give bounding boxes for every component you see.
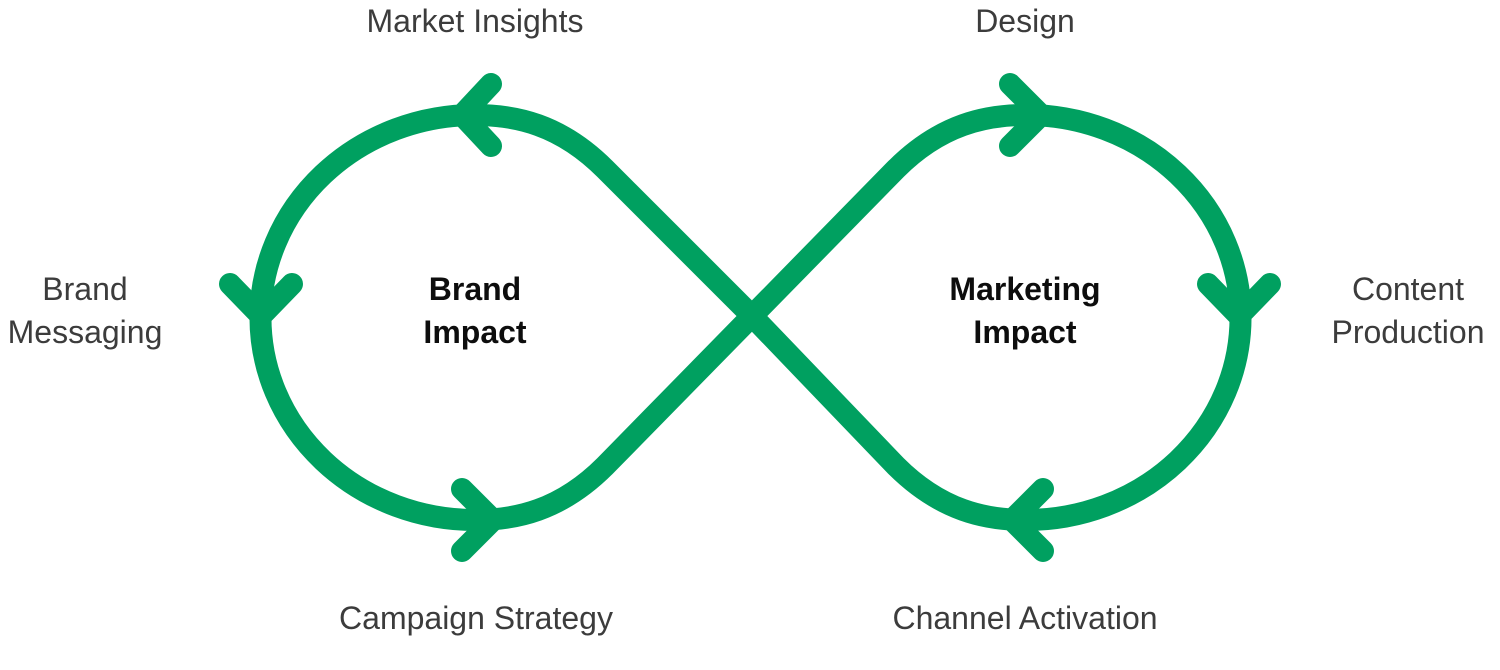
stage-campaign-strategy: Campaign Strategy bbox=[339, 600, 613, 636]
stage-brand-messaging-line-2: Messaging bbox=[7, 314, 163, 350]
stage-market-insights: Market Insights bbox=[366, 3, 584, 39]
left-loop-center-title-line-2: Impact bbox=[423, 314, 527, 350]
stage-content-production: Content Production bbox=[1316, 268, 1500, 354]
right-loop-center-title-line-2: Impact bbox=[973, 314, 1077, 350]
arrow-right-bottom-icon bbox=[1001, 478, 1054, 562]
stage-content-production-line-1: Content bbox=[1351, 271, 1465, 307]
arrow-right-top-icon bbox=[999, 73, 1052, 157]
stage-content-production-line-2: Production bbox=[1331, 314, 1485, 350]
stage-brand-messaging-line-1: Brand bbox=[42, 271, 128, 307]
arrow-left-side-icon bbox=[219, 273, 303, 327]
left-loop-center-title: Brand Impact bbox=[400, 268, 550, 354]
left-loop-center-title-line-1: Brand bbox=[428, 271, 522, 307]
stage-design: Design bbox=[975, 3, 1075, 39]
right-loop-center-title-line-1: Marketing bbox=[949, 271, 1101, 307]
stage-brand-messaging: Brand Messaging bbox=[0, 268, 170, 354]
arrow-left-bottom-icon bbox=[451, 478, 504, 562]
stage-channel-activation: Channel Activation bbox=[892, 600, 1158, 636]
arrow-left-top-icon bbox=[451, 73, 502, 157]
arrow-right-side-icon bbox=[1197, 273, 1281, 327]
right-loop-center-title: Marketing Impact bbox=[925, 268, 1125, 354]
